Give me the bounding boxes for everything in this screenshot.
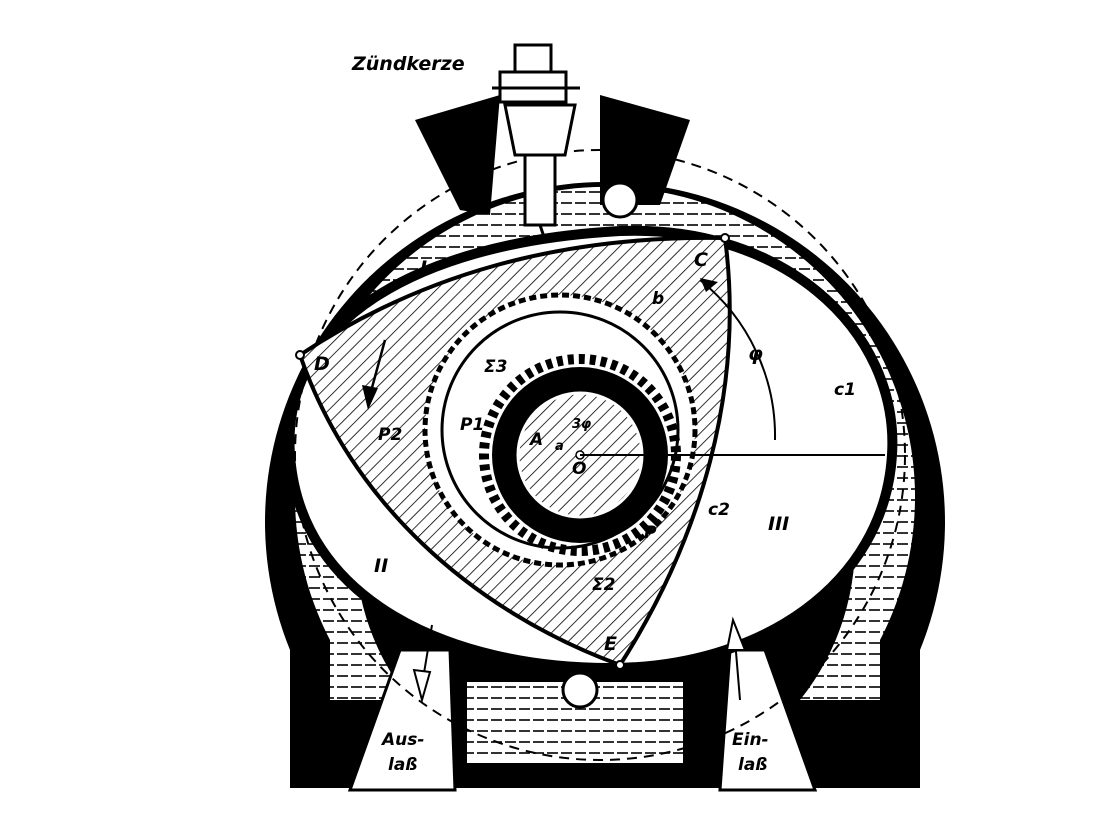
c2-label: c2: [708, 500, 730, 520]
point-o-label: O: [572, 459, 586, 479]
chamber-1-label: I: [420, 257, 427, 279]
p1-label: P1: [460, 415, 484, 435]
spark-plug: [492, 43, 580, 241]
small-b-label: b: [652, 289, 664, 309]
p2-label: P2: [378, 425, 402, 445]
c1-label: c1: [834, 380, 856, 400]
point-d-label: D: [314, 353, 330, 375]
spark-plug-label: Zündkerze: [351, 53, 465, 75]
apex-points: [295, 233, 730, 670]
outlet-label-line2: laß: [388, 755, 418, 775]
sigma-2-label: Σ2: [592, 575, 615, 595]
chamber-2-label: II: [374, 555, 388, 577]
point-c-label: C: [694, 249, 708, 271]
sigma-3-label: Σ3: [484, 357, 507, 377]
labels: Zündkerze I II III C D E P A O a b φ 3φ …: [314, 53, 903, 775]
angle-3phi-label: 3φ: [572, 417, 591, 432]
angle-phi-label: φ: [748, 343, 763, 365]
outlet-label-line1: Aus-: [380, 730, 424, 750]
point-p-label: P: [644, 523, 657, 543]
flow-arrows: [362, 278, 777, 704]
inlet-label-line1: Ein-: [732, 730, 769, 750]
chamber-3-label: III: [768, 513, 789, 535]
point-a-label: A: [528, 430, 543, 450]
sigma-1-label: Σ1: [880, 730, 903, 750]
point-e-label: E: [604, 633, 617, 655]
inlet-label-line2: laß: [738, 755, 768, 775]
small-a-label: a: [555, 439, 564, 454]
fixed-pinion: [479, 354, 885, 556]
